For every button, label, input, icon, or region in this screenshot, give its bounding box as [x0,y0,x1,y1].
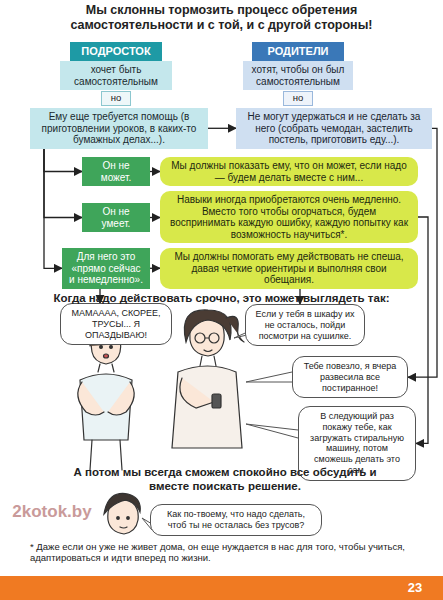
section-heading-text: Когда надо действовать срочно, это может… [40,292,403,306]
title-text: Мы склонны тормозить процесс обретения с… [40,3,403,33]
connector-word: но [283,91,313,106]
arrow-connector [208,128,236,129]
node-text: Мы должны показать ему, что он может, ес… [168,160,410,183]
node-text: но [105,93,127,104]
process-box: хочет быть самостоятельным [60,61,172,90]
reason-box: Он не может. [82,157,150,186]
advice-box: Мы должны показать ему, что он может, ес… [160,157,418,186]
process-box: Не могут удержаться и не сделать за него… [236,108,432,149]
arrow-connector [150,217,160,218]
node-text: но [287,93,309,104]
title: Мы склонны тормозить процесс обретения с… [40,3,403,33]
page-bar [0,576,443,600]
speech-bubble: МАМАААА, СКОРЕЕ, ТРУСЫ... Я ОПАЗДЫВАЮ! [60,303,172,345]
advice-box: Мы должны помогать ему действовать не сп… [160,248,418,289]
node-text: Не могут удержаться и не сделать за него… [242,111,426,146]
speech-bubble: Тебе повезло, я вчера развесила все пост… [292,356,408,398]
page-number: 23 [395,580,435,596]
page-number-text: 23 [395,580,435,596]
node-text: Навыки иногда приобретаются очень медлен… [168,194,410,240]
node-text: Если у тебя в шкафу их не осталось, пойд… [253,309,357,341]
node-text: хочет быть самостоятельным [66,64,166,87]
connector-word: но [101,91,131,106]
group-header: ПОДРОСТОК [70,42,162,61]
advice-box: Навыки иногда приобретаются очень медлен… [160,191,418,243]
watermark: 2kotok.by [4,502,100,522]
node-text: хотят, чтобы он был самостоятельным [249,64,347,87]
node-text: Мы должны помогать ему действовать не сп… [168,251,410,286]
arrow-connector [44,149,62,269]
watermark-text: 2kotok.by [4,502,100,522]
section-heading: Когда надо действовать срочно, это может… [40,292,403,306]
footnote: * Даже если он уже не живет дома, он еще… [30,541,415,564]
node-text: ПОДРОСТОК [74,45,158,58]
girl-head [104,493,140,534]
node-text: Тебе повезло, я вчера развесила все пост… [300,361,400,393]
reason-box: Для него это «прямо сейчас и немедленно»… [62,248,150,289]
node-text: Для него это «прямо сейчас и немедленно»… [68,251,144,286]
footnote-text: * Даже если он уже не живет дома, он еще… [30,541,415,564]
process-box: хотят, чтобы он был самостоятельным [243,61,353,90]
node-text: РОДИТЕЛИ [256,45,340,58]
group-header: РОДИТЕЛИ [252,42,344,61]
reason-box: Он не умеет. [82,203,150,232]
bubble-tails [108,330,298,530]
section-heading-text: А потом мы всегда сможем спокойно все об… [60,466,390,494]
girl-figure [78,323,134,470]
arrow-connector [44,149,82,172]
arrow-connector [416,217,428,443]
speech-bubble: Если у тебя в шкафу их не осталось, пойд… [245,304,365,346]
node-text: Ему еще требуется помощь (в приготовлени… [36,111,202,146]
mother-figure [172,310,244,448]
arrow-connector [150,171,160,172]
node-text: Он не умеет. [88,206,144,229]
section-heading: А потом мы всегда сможем спокойно все об… [60,466,390,494]
node-text: МАМАААА, СКОРЕЕ, ТРУСЫ... Я ОПАЗДЫВАЮ! [68,308,164,340]
arrow-connector [44,149,82,218]
node-text: Он не может. [88,160,144,183]
arrow-connector [150,268,160,269]
process-box: Ему еще требуется помощь (в приготовлени… [30,108,208,149]
speech-bubble: Как по-твоему, что надо сделать, чтоб ты… [150,504,322,536]
node-text: Как по-твоему, что надо сделать, чтоб ты… [158,509,314,531]
